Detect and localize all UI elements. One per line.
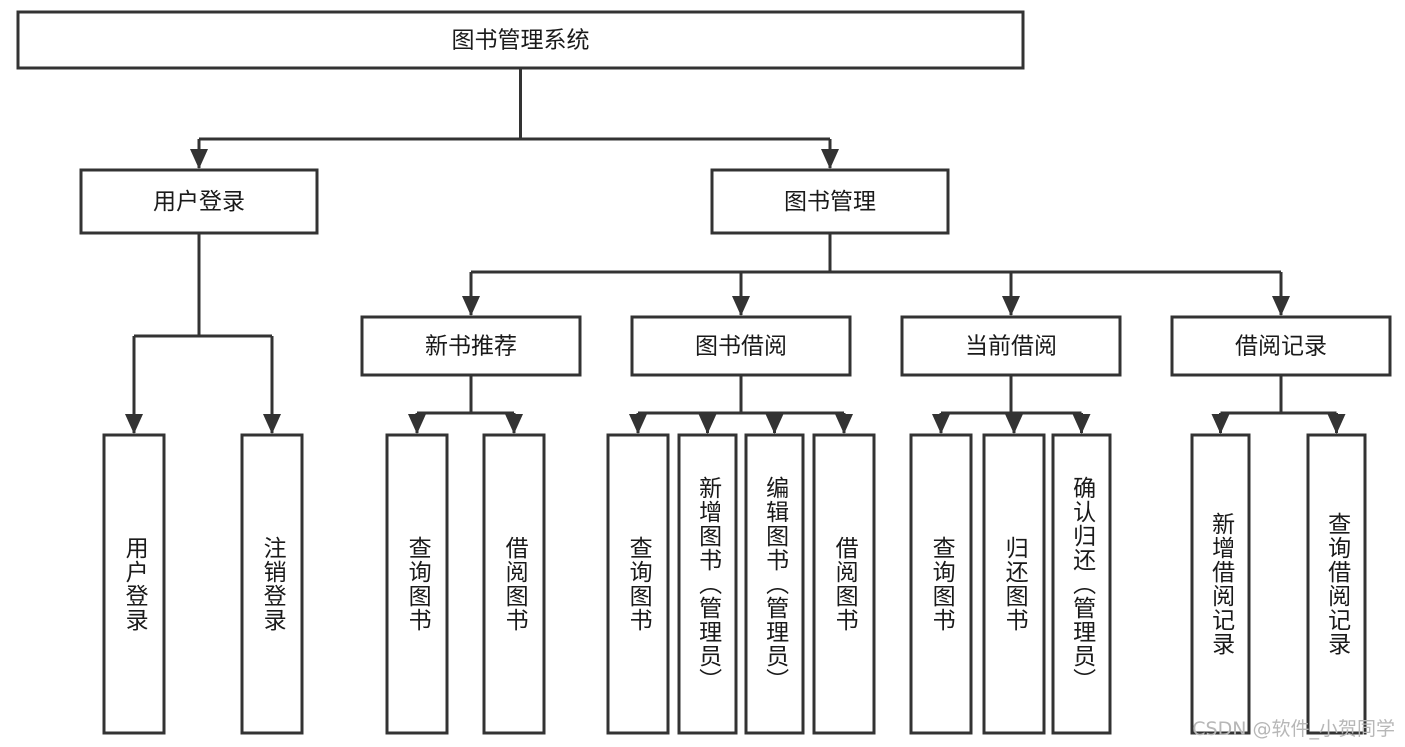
arrow-head-icon	[1211, 414, 1230, 434]
arrow-head-icon	[765, 414, 784, 434]
node-label: 用户登录	[153, 189, 245, 215]
arrow-head-icon	[932, 414, 950, 434]
nodes-layer	[16, 10, 1392, 735]
node-box[interactable]	[677, 433, 738, 735]
node-box[interactable]	[606, 433, 670, 735]
leaf-leaf-user-logout[interactable]	[240, 433, 304, 735]
leaf-leaf-edit-book[interactable]	[744, 433, 805, 735]
node-box[interactable]	[909, 433, 973, 735]
leaf-leaf-add-book[interactable]	[677, 433, 738, 735]
node-label: 当前借阅	[965, 334, 1057, 360]
node-current-borrow[interactable]	[900, 315, 1122, 377]
node-box[interactable]	[1170, 315, 1392, 377]
node-box[interactable]	[744, 433, 805, 735]
leaf-leaf-borrow-book-2[interactable]	[812, 433, 876, 735]
node-borrow-record[interactable]	[1170, 315, 1392, 377]
node-box[interactable]	[102, 433, 166, 735]
node-box[interactable]	[710, 168, 950, 235]
leaf-leaf-add-record[interactable]	[1190, 433, 1251, 735]
node-label: 图书管理	[784, 189, 876, 215]
node-book-borrow[interactable]	[630, 315, 852, 377]
node-box[interactable]	[79, 168, 319, 235]
leaf-leaf-borrow-book-1[interactable]	[482, 433, 546, 735]
arrow-head-icon	[1005, 414, 1023, 434]
node-box[interactable]	[812, 433, 876, 735]
arrow-head-icon	[125, 414, 143, 434]
arrow-head-icon	[629, 414, 647, 434]
node-label: 新书推荐	[425, 334, 517, 360]
csdn-watermark: CSDN @软件_小贺同学	[1192, 718, 1395, 740]
arrow-head-icon	[1272, 296, 1290, 316]
node-label: 图书借阅	[695, 334, 787, 360]
node-label: 借阅记录	[1235, 334, 1327, 360]
node-box[interactable]	[630, 315, 852, 377]
node-box[interactable]	[1306, 433, 1367, 735]
arrow-head-icon	[1002, 296, 1020, 316]
edges-layer	[125, 68, 1346, 434]
arrow-head-icon	[821, 149, 839, 169]
node-box[interactable]	[16, 10, 1025, 70]
arrow-head-icon	[190, 149, 208, 169]
arrow-head-icon	[835, 414, 853, 434]
arrow-head-icon	[462, 296, 480, 316]
arrow-head-icon	[732, 296, 750, 316]
arrow-head-icon	[505, 414, 523, 434]
node-root[interactable]	[16, 10, 1025, 70]
leaf-leaf-confirm-return[interactable]	[1051, 433, 1112, 735]
leaf-leaf-query-book-2[interactable]	[606, 433, 670, 735]
node-box[interactable]	[360, 315, 582, 377]
node-label: 图书管理系统	[452, 28, 590, 54]
arrow-head-icon	[698, 414, 717, 434]
arrow-head-icon	[263, 414, 281, 434]
node-box[interactable]	[900, 315, 1122, 377]
node-box[interactable]	[1051, 433, 1112, 735]
node-box[interactable]	[385, 433, 449, 735]
leaf-leaf-query-book-1[interactable]	[385, 433, 449, 735]
leaf-leaf-query-record[interactable]	[1306, 433, 1367, 735]
arrow-head-icon	[1072, 414, 1091, 434]
leaf-leaf-query-book-3[interactable]	[909, 433, 973, 735]
node-user-login[interactable]	[79, 168, 319, 235]
leaf-leaf-user-login[interactable]	[102, 433, 166, 735]
node-box[interactable]	[1190, 433, 1251, 735]
arrow-head-icon	[1327, 414, 1346, 434]
node-box[interactable]	[982, 433, 1046, 735]
node-box[interactable]	[240, 433, 304, 735]
node-new-book-recommend[interactable]	[360, 315, 582, 377]
node-book-manage[interactable]	[710, 168, 950, 235]
leaf-leaf-return-book[interactable]	[982, 433, 1046, 735]
node-box[interactable]	[482, 433, 546, 735]
arrow-head-icon	[408, 414, 426, 434]
